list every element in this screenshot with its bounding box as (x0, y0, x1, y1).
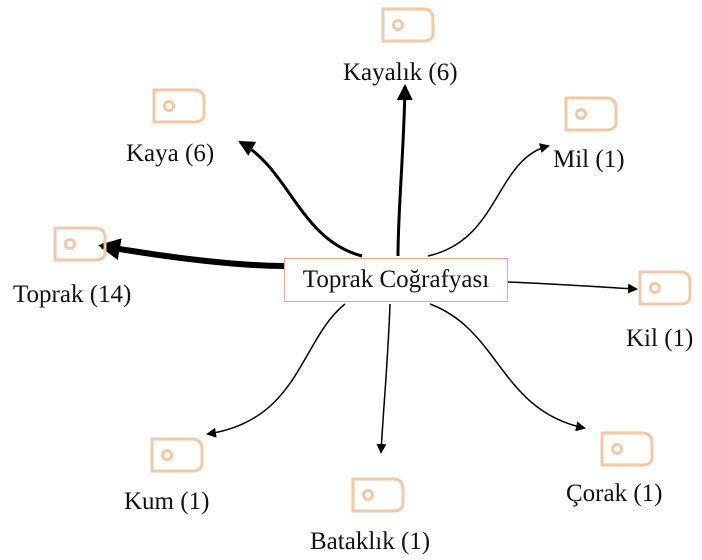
tag-icon (564, 96, 618, 132)
tag-icon (53, 226, 107, 262)
tag-icon (638, 270, 692, 306)
edge-kil (507, 281, 638, 294)
center-node[interactable]: Toprak Coğrafyası (284, 258, 508, 302)
center-node-label: Toprak Coğrafyası (302, 266, 490, 293)
node-label-bataklik: Bataklık (1) (310, 528, 431, 555)
node-label-mil: Mil (1) (553, 146, 625, 173)
edge-kayalik (396, 84, 413, 257)
tag-icon (600, 431, 654, 467)
tag-icon (381, 7, 435, 43)
node-label-toprak: Toprak (14) (13, 281, 132, 308)
tag-icon (152, 88, 206, 124)
edge-mil (427, 143, 550, 257)
node-label-corak: Çorak (1) (566, 480, 663, 507)
edge-corak (429, 303, 586, 432)
edge-kum (206, 303, 346, 438)
node-label-kum: Kum (1) (124, 488, 210, 515)
tag-icon (150, 437, 204, 473)
edge-kaya (238, 140, 363, 258)
node-label-kaya: Kaya (6) (126, 140, 215, 167)
edge-toprak (98, 238, 285, 269)
node-label-kayalik: Kayalık (6) (343, 59, 458, 86)
tag-icon (351, 477, 405, 513)
node-label-kil: Kil (1) (626, 325, 694, 352)
edge-bataklik (376, 303, 391, 454)
